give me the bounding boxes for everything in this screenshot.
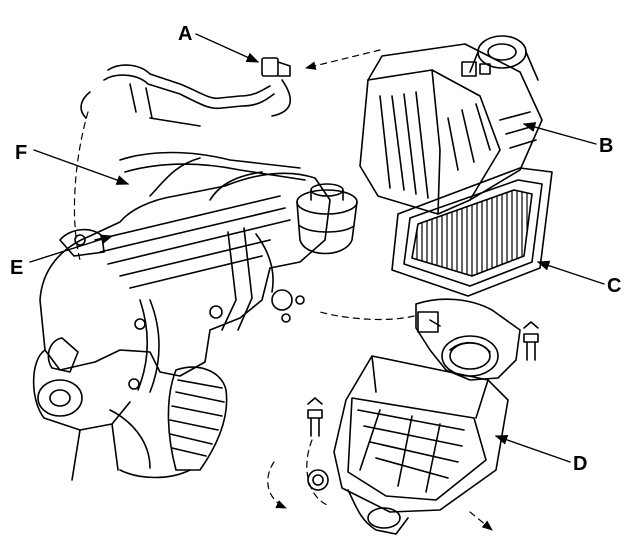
leader-c — [536, 260, 605, 285]
leader-e — [29, 234, 114, 263]
callout-label-a: A — [178, 23, 193, 45]
callout-label-c: C — [607, 275, 622, 297]
callout-label-e: E — [10, 257, 24, 279]
callout-label-f: F — [15, 142, 28, 164]
callout-label-b: B — [599, 135, 614, 157]
air-cleaner-lower-housing — [307, 355, 509, 535]
leader-d — [494, 435, 571, 463]
wire-harness — [80, 57, 292, 127]
leader-f — [33, 149, 130, 185]
callout-leaders — [29, 33, 605, 463]
air-cleaner-upper-housing — [359, 35, 543, 215]
lower-hose — [167, 366, 228, 471]
engine-bay — [32, 151, 331, 481]
motion-paths — [73, 49, 493, 531]
coolant-reservoir — [296, 183, 358, 255]
leader-b — [522, 122, 597, 145]
air-filter-element — [391, 167, 553, 297]
callout-label-d: D — [573, 453, 588, 475]
leader-a — [195, 33, 260, 63]
bolts — [307, 321, 539, 437]
